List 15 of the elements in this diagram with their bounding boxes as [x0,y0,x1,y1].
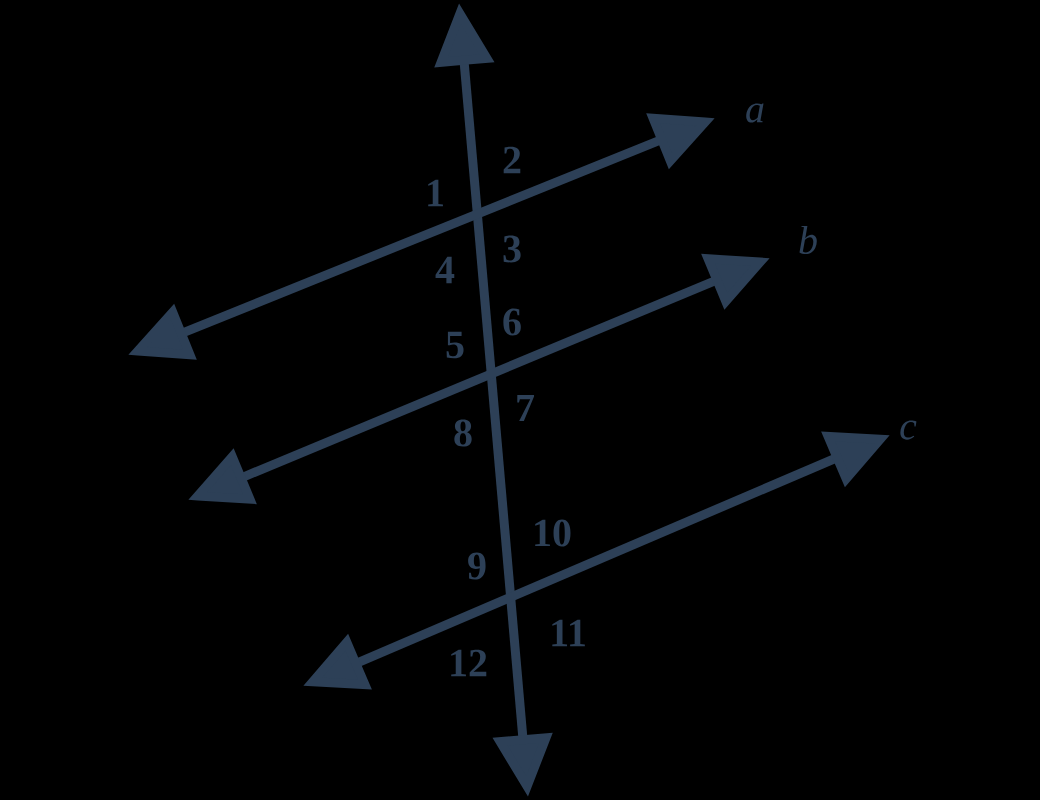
angle-number: 9 [468,552,486,580]
angle-number: 6 [503,308,521,336]
angle-number: 12 [451,649,487,677]
angle-number: 2 [503,146,521,174]
angle-number: 10 [535,519,571,547]
angle-number: 5 [446,331,464,359]
angle-number: 3 [503,235,521,263]
line-label: c [900,420,917,440]
line-label: a [746,103,764,123]
angle-number: 8 [454,419,472,447]
angle-number: 4 [435,256,455,284]
angle-number: 1 [428,179,443,207]
angle-number: 7 [517,394,535,422]
line-label: b [799,225,817,255]
angle-number: 11 [552,619,585,647]
